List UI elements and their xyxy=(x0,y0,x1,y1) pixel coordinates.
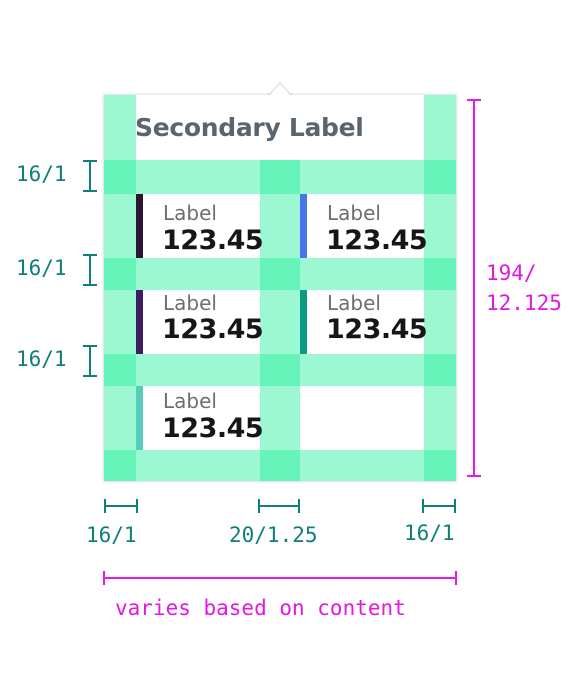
row-gap-overlay-3 xyxy=(104,354,456,386)
row-gap-bracket-3 xyxy=(83,345,97,377)
legend-swatch xyxy=(300,194,307,258)
column-gap-overlay xyxy=(260,160,300,481)
pad-right-annotation: 16/1 xyxy=(404,521,455,545)
width-annotation: varies based on content xyxy=(115,596,406,620)
tooltip-card xyxy=(104,95,456,481)
legend-swatch xyxy=(136,290,143,354)
width-bracket xyxy=(103,571,457,585)
row-gap-overlay-1 xyxy=(104,160,456,194)
secondary-label: Secondary Label xyxy=(135,113,364,142)
item-label: Label xyxy=(327,201,381,225)
col-gap-annotation: 20/1.25 xyxy=(229,523,318,547)
item-label: Label xyxy=(327,291,381,315)
row-gap-annotation-1: 16/1 xyxy=(16,162,67,186)
item-label: Label xyxy=(163,201,217,225)
item-label: Label xyxy=(163,291,217,315)
item-label: Label xyxy=(163,389,217,413)
legend-swatch xyxy=(300,290,307,354)
row-gap-overlay-2 xyxy=(104,258,456,290)
legend-swatch xyxy=(136,386,143,450)
row-gap-bracket-2 xyxy=(83,254,97,286)
col-gap-bracket xyxy=(258,499,300,513)
padding-bottom-overlay xyxy=(104,450,456,481)
item-value: 123.45 xyxy=(162,314,264,345)
height-annotation-line2: 12.125 xyxy=(486,291,562,315)
tooltip-caret-fill xyxy=(269,84,291,96)
item-value: 123.45 xyxy=(162,225,264,256)
legend-swatch xyxy=(136,194,143,258)
pad-right-bracket xyxy=(422,499,456,513)
item-value: 123.45 xyxy=(162,413,264,444)
row-gap-annotation-3: 16/1 xyxy=(16,347,67,371)
item-value: 123.45 xyxy=(326,314,428,345)
row-gap-bracket-1 xyxy=(83,160,97,192)
padding-right-overlay xyxy=(424,95,456,481)
pad-left-annotation: 16/1 xyxy=(86,523,137,547)
pad-left-bracket xyxy=(104,499,138,513)
row-gap-annotation-2: 16/1 xyxy=(16,256,67,280)
height-annotation-line1: 194/ xyxy=(486,261,537,285)
padding-left-overlay xyxy=(104,95,136,481)
item-value: 123.45 xyxy=(326,225,428,256)
height-bracket xyxy=(467,99,481,477)
